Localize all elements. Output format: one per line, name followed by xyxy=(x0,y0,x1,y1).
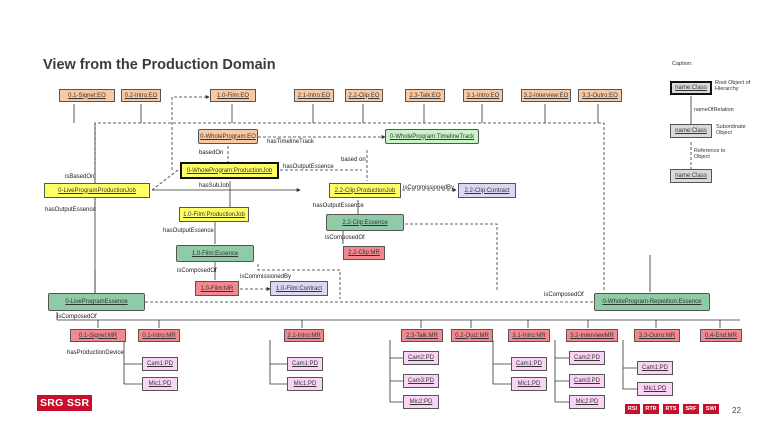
node-intro-eo-02: 0.2-Intro:EO xyxy=(121,89,161,102)
edge-label-has-output-essence-film: hasOutputEssence xyxy=(163,228,214,234)
edge-label-has-timeline-track: hasTimelineTrack xyxy=(267,139,314,145)
brand-swi: SWI xyxy=(703,404,719,414)
node-pd-cam3-c: Cam3:PD xyxy=(403,374,439,388)
node-intro-eo-31: 3.1-Intro:EO xyxy=(463,89,503,102)
node-pd-cam1-d: Cam1:PD xyxy=(511,357,547,371)
caption-subordinate-text: Subordinate Object xyxy=(716,124,746,137)
edge-label-based-on-b: based on xyxy=(341,157,366,163)
node-pd-mic2-e: Mic2:PD xyxy=(569,395,605,409)
node-pd-mic1-f: Mic1:PD xyxy=(637,382,673,396)
node-film-essence: 1.0-Film:Essence xyxy=(176,245,254,262)
node-film-mr: 1.0-Film:MR xyxy=(195,281,239,296)
brand-rtr: RTR xyxy=(643,404,659,414)
node-outro-mr: 3.3-Outro:MR xyxy=(634,329,680,342)
node-interview-mr: 3.2-InterviewMR xyxy=(566,329,618,342)
node-live-production-job: 0-LiveProgramProductionJob xyxy=(44,183,150,198)
node-pd-cam1-f: Cam1:PD xyxy=(637,361,673,375)
node-whole-program-eo: 0-WholeProgram:EO xyxy=(198,129,258,144)
node-pd-mic2-c: Mic2:PD xyxy=(403,395,439,409)
node-pd-cam2-e: Cam2:PD xyxy=(569,351,605,365)
node-clip-essence: 2.2-Clip:Essence xyxy=(326,214,404,231)
caption-reference-box: name:Class xyxy=(670,169,712,183)
edge-label-is-composed-of-film: isComposedOf xyxy=(177,268,217,274)
node-signet-eo: 0.1-Signet:EO xyxy=(59,89,115,102)
node-end-mr: 0.4-End:MR xyxy=(700,329,742,342)
edge-label-has-production-device: hasProductionDevice xyxy=(67,350,124,356)
edge-label-is-commissioned-by-a: isCommissionedBy xyxy=(403,185,455,191)
node-intro-mr-21: 2.1-Intro:MR xyxy=(284,329,324,342)
edge-label-has-output-essence-clip: hasOutputEssence xyxy=(313,203,364,209)
brand-srf: SRF xyxy=(683,404,699,414)
node-quiz-mr: 0.2-Quiz:MR xyxy=(451,329,493,342)
edge-label-is-composed-of-clip: isComposedOf xyxy=(325,235,365,241)
edge-label-is-based-on: isBasedOn xyxy=(65,174,95,180)
node-film-production-job: 1.0-Film:ProductionJob xyxy=(179,207,249,222)
edge-label-has-output-essence-left: hasOutputEssence xyxy=(45,207,96,213)
node-live-essence: 0-LiveProgramEssence xyxy=(48,293,145,311)
node-intro-mr-01: 0.1-Intro:MR xyxy=(138,329,180,342)
node-timeline-track: 0-WholeProgram:TimelineTrack xyxy=(385,129,479,144)
edge-label-has-output-essence-top: hasOutputEssence xyxy=(283,164,334,170)
edge-label-has-sub-job: hasSubJob xyxy=(199,183,230,189)
node-clip-contract: 2.2-Clip:Contract xyxy=(458,183,516,198)
caption-reference-label: Reference to Object xyxy=(694,148,726,161)
page-number: 22 xyxy=(732,406,741,415)
caption-root-box: name:Class xyxy=(670,81,712,95)
node-pd-cam1-a: Cam1:PD xyxy=(142,357,178,371)
node-pd-cam2-c: Cam2:PD xyxy=(403,351,439,365)
brand-rsi: RSI xyxy=(625,404,640,414)
srg-ssr-logo: SRG SSR xyxy=(37,395,93,411)
node-signet-mr: 0.1-Signet:MR xyxy=(70,329,126,342)
node-film-contract: 1.0-Film:Contract xyxy=(270,281,328,296)
node-outro-eo: 3.3-Outro:EO xyxy=(578,89,622,102)
node-pd-cam1-b: Cam1:PD xyxy=(287,357,323,371)
node-interview-eo: 3.2-Interview:EO xyxy=(521,89,571,102)
node-pd-mic1-d: Mic1:PD xyxy=(511,377,547,391)
slide-title: View from the Production Domain xyxy=(43,57,276,73)
edge-label-is-composed-of-live: isComposedOf xyxy=(57,314,97,320)
node-talk-eo: 2.3-Talk:EO xyxy=(405,89,445,102)
node-clip-eo-22: 2.2-Clip:EO xyxy=(345,89,383,102)
node-film-eo: 1.0-Film:EO xyxy=(210,89,256,102)
node-clip-mr: 2.2-Clip:MR xyxy=(343,246,385,260)
node-repetition-essence: 0-WholeProgram-Repetition:Essence xyxy=(594,293,710,311)
node-pd-mic1-a: Mic1:PD xyxy=(142,377,178,391)
node-pd-mic1-b: Mic1:PD xyxy=(287,377,323,391)
node-clip-production-job: 2.2-Clip:ProductionJob xyxy=(329,183,401,198)
brand-rts: RTS xyxy=(663,404,679,414)
caption-relation-label: nameOfRelation xyxy=(694,107,734,113)
caption-root-text: Root Object of Hierarchy xyxy=(715,80,751,93)
node-production-job-root: 0-WholeProgram:ProductionJob xyxy=(180,162,279,179)
caption-subordinate-box: name:Class xyxy=(670,124,712,138)
node-intro-eo-21: 2.1-Intro:EO xyxy=(294,89,334,102)
edge-label-is-commissioned-by-b: isCommissionedBy xyxy=(240,274,292,280)
caption-heading: Caption: xyxy=(672,61,693,67)
node-intro-mr-31: 3.1-Intro:MR xyxy=(508,329,550,342)
node-talk-mr: 2.3-Talk:MR xyxy=(401,329,443,342)
edge-label-is-composed-of-repetition: isComposedOf xyxy=(544,292,584,298)
node-pd-cam3-e: Cam3:PD xyxy=(569,374,605,388)
edge-label-based-on-a: basedOn xyxy=(199,150,224,156)
